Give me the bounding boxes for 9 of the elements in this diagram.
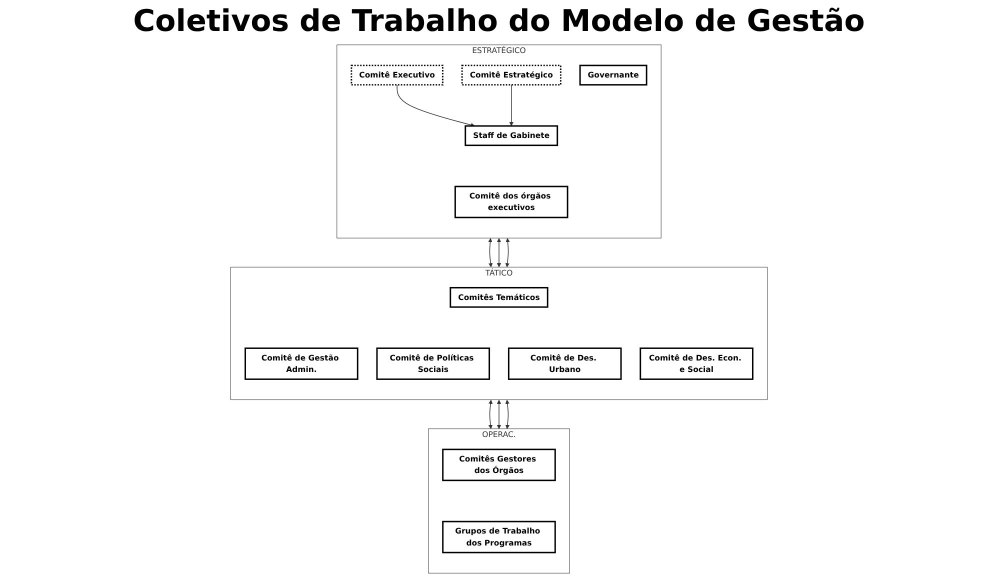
arrow	[496, 238, 502, 268]
arrow	[509, 84, 514, 126]
arrow	[505, 400, 510, 430]
arrow	[488, 238, 493, 268]
arrow	[505, 238, 510, 268]
arrow	[496, 400, 502, 430]
arrow	[396, 84, 475, 128]
arrow	[488, 400, 493, 430]
diagram-title: Coletivos de Trabalho do Modelo de Gestão	[133, 4, 865, 39]
